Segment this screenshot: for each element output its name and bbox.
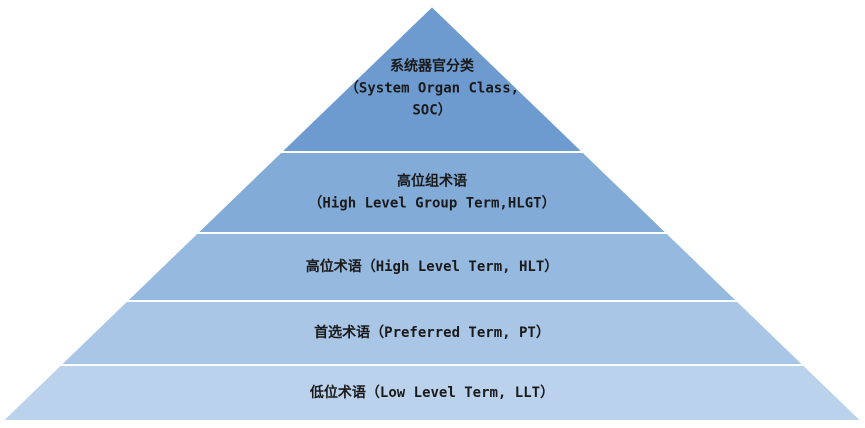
tier-soc-label-line-1: 系统器官分类 [390,57,475,74]
pyramid-tiers [0,4,865,422]
tier-hlgt-label-line-2: （High Level Group Term,HLGT） [308,196,555,212]
tier-soc-label-line-2: （System Organ Class, [345,80,519,96]
tier-llt [0,364,865,422]
tier-soc [278,4,586,153]
tier-llt-label-line-1: 低位术语（Low Level Term, LLT） [309,384,554,401]
tier-hlgt-label-line-1: 高位组术语 [397,173,467,190]
tier-pt-label-line-1: 首选术语（Preferred Term, PT） [314,324,550,341]
tier-soc-label-line-3: SOC） [412,102,451,118]
pyramid-labels: 系统器官分类 （System Organ Class, SOC） 高位组术语 （High… [306,57,559,401]
tier-hlt-label-line-1: 高位术语（High Level Term, HLT） [306,258,559,275]
tier-hlgt [194,151,670,234]
